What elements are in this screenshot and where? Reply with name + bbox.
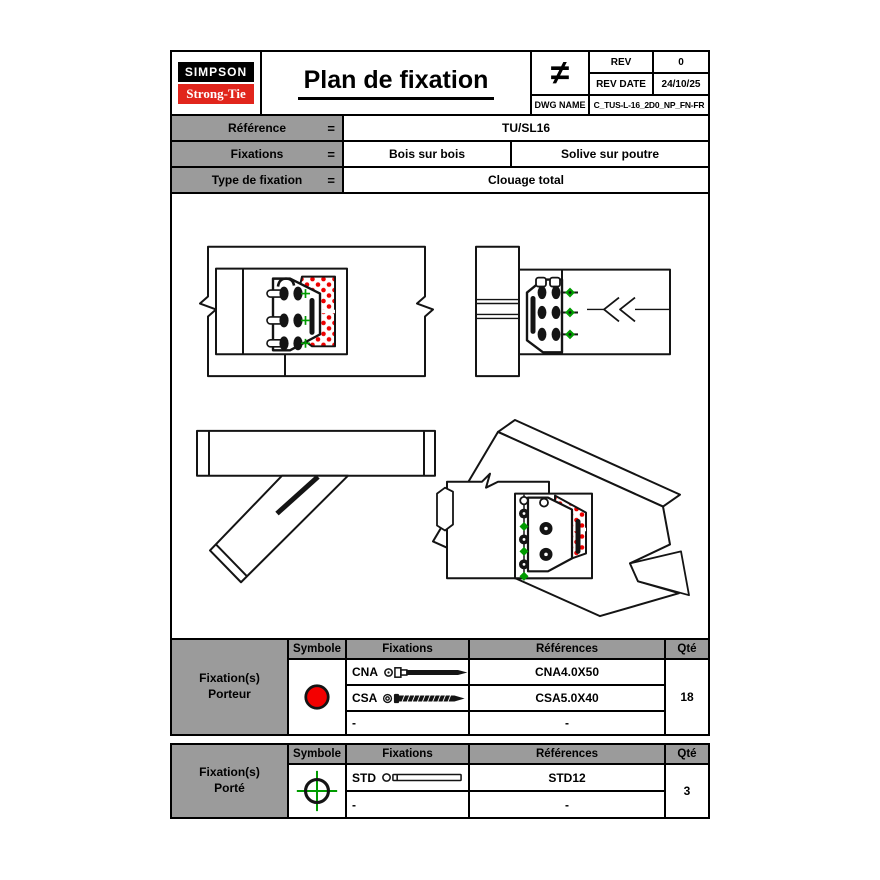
reference-label: Référence = xyxy=(172,116,344,140)
col-header-qte: Qté xyxy=(666,745,708,763)
page-title: Plan de fixation xyxy=(297,66,495,100)
nail-heads xyxy=(537,285,561,341)
fixations-row: Fixations = Bois sur bois Solive sur pou… xyxy=(172,142,708,166)
not-equal-icon: ≠ xyxy=(532,52,588,94)
dowel-markers xyxy=(563,287,578,340)
fixation-row-csa: CSA xyxy=(347,686,468,710)
reference-csa: CSA5.0X40 xyxy=(470,686,664,710)
fixation-row-empty: - xyxy=(347,792,468,817)
reference-std: STD12 xyxy=(470,765,664,790)
porteur-fixations-table: Fixation(s) Porteur Symbole Fixations Ré… xyxy=(170,638,710,736)
title-block: ≠ REV 0 REV DATE 24/10/25 DWG NAME C_TUS… xyxy=(530,52,708,114)
col-header-fixations: Fixations xyxy=(347,745,468,763)
group-label-line1: Fixation(s) xyxy=(199,765,260,780)
dowel-icon xyxy=(382,773,462,782)
nail-heads xyxy=(279,286,303,351)
fixations-label-text: Fixations xyxy=(230,147,284,161)
simpson-strongtie-logo: SIMPSON Strong-Tie xyxy=(178,62,254,104)
title-cell: Plan de fixation xyxy=(262,52,530,114)
screw-icon xyxy=(383,693,465,703)
equals-sign: = xyxy=(327,146,335,162)
fixation-name: - xyxy=(352,716,356,730)
group-label-line2: Porteur xyxy=(208,687,251,701)
col-header-symbole: Symbole xyxy=(289,745,345,763)
reference-value: TU/SL16 xyxy=(501,121,550,135)
reference-cna: CNA4.0X50 xyxy=(470,660,664,684)
dwg-name-value: C_TUS-L-16_2D0_NP_FN-FR xyxy=(590,96,708,114)
logo-cell: SIMPSON Strong-Tie xyxy=(172,52,262,114)
fixation-row-cna: CNA xyxy=(347,660,468,684)
dowel-markers xyxy=(301,289,310,348)
front-view-drawing xyxy=(475,245,671,378)
porteur-group-label: Fixation(s) Porteur xyxy=(172,640,287,734)
fixation-name: CSA xyxy=(352,691,378,705)
fixations-value-right: Solive sur poutre xyxy=(560,147,660,161)
reference-empty: - xyxy=(470,792,664,817)
dwg-name-label: DWG NAME xyxy=(532,96,588,114)
nail-icon xyxy=(384,666,468,678)
col-header-references: Références xyxy=(470,745,664,763)
equals-sign: = xyxy=(327,120,335,136)
fixation-name: STD xyxy=(352,770,376,785)
rev-value: 0 xyxy=(654,52,708,72)
fixations-value-left: Bois sur bois xyxy=(344,142,512,166)
equals-sign: = xyxy=(327,172,335,188)
porteur-symbol-icon xyxy=(304,684,330,710)
table-gap xyxy=(170,736,710,743)
group-label-line1: Fixation(s) xyxy=(199,671,260,686)
fixation-name: CNA xyxy=(352,665,378,679)
drawing-sheet: SIMPSON Strong-Tie Plan de fixation ≠ RE… xyxy=(170,50,710,819)
col-header-qte: Qté xyxy=(666,640,708,658)
logo-strongtie: Strong-Tie xyxy=(178,84,254,104)
rev-date-label: REV DATE xyxy=(590,74,652,94)
reference-row: Référence = TU/SL16 xyxy=(172,116,708,140)
fixations-label: Fixations = xyxy=(172,142,344,166)
dowel-markers xyxy=(519,494,529,581)
type-fixation-label-text: Type de fixation xyxy=(211,173,303,187)
porte-symbol-icon xyxy=(296,770,338,812)
porte-group-label: Fixation(s) Porté xyxy=(172,745,287,817)
porteur-qty: 18 xyxy=(666,660,708,734)
type-fixation-row: Type de fixation = Clouage total xyxy=(172,168,708,192)
header-band: SIMPSON Strong-Tie Plan de fixation ≠ RE… xyxy=(170,50,710,116)
porteur-symbol-cell xyxy=(289,660,345,734)
fixation-row-empty: - xyxy=(347,712,468,734)
rev-date-value: 24/10/25 xyxy=(654,74,708,94)
fixation-row-std: STD xyxy=(347,765,468,790)
isometric-view-drawing xyxy=(432,418,690,618)
reference-empty: - xyxy=(470,712,664,734)
col-header-symbole: Symbole xyxy=(289,640,345,658)
drawing-area xyxy=(170,192,710,640)
rev-label: REV xyxy=(590,52,652,72)
side-view-drawing xyxy=(199,245,434,378)
logo-simpson: SIMPSON xyxy=(178,62,254,82)
col-header-references: Références xyxy=(470,640,664,658)
type-fixation-value: Clouage total xyxy=(487,173,564,187)
porte-fixations-table: Fixation(s) Porté Symbole Fixations Réfé… xyxy=(170,743,710,819)
porte-symbol-cell xyxy=(289,765,345,817)
col-header-fixations: Fixations xyxy=(347,640,468,658)
technical-drawings xyxy=(196,245,690,618)
type-fixation-label: Type de fixation = xyxy=(172,168,344,192)
reference-label-text: Référence xyxy=(227,121,287,135)
hanger-bracket xyxy=(526,496,574,573)
fixation-name: - xyxy=(352,797,356,812)
info-table: Référence = TU/SL16 Fixations = Bois sur… xyxy=(170,114,710,194)
group-label-line2: Porté xyxy=(214,781,245,795)
plan-view-drawing xyxy=(196,429,436,584)
porte-qty: 3 xyxy=(666,765,708,817)
